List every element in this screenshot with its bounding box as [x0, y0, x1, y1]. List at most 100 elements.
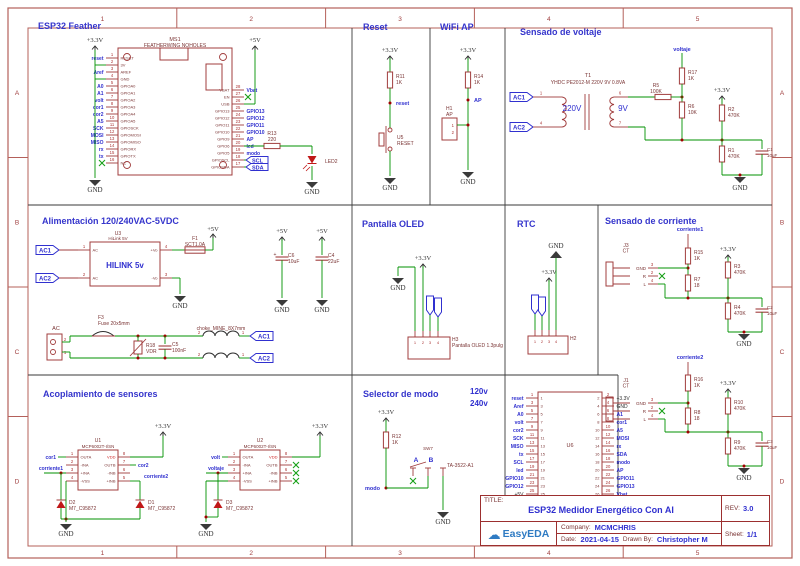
pin-number: 1 — [83, 244, 86, 249]
pin-name: 23 — [541, 484, 546, 489]
pin-name: 18 — [595, 460, 600, 465]
pin-name: GPIO12 — [215, 116, 230, 121]
frame-row-label: D — [780, 478, 785, 485]
label: AC1 — [258, 335, 271, 341]
pin-number: 2 — [71, 459, 74, 464]
power-flag-icon — [159, 431, 167, 436]
pin-number: 8 — [123, 451, 126, 456]
pin-name: 15 — [541, 452, 546, 457]
pin-number: 5 — [123, 475, 126, 480]
pin-name: 16 — [595, 452, 600, 457]
label: 6 — [619, 91, 622, 96]
ground-icon — [738, 334, 750, 340]
label: 22uF — [328, 259, 339, 265]
label: M7_C95872 — [69, 506, 96, 512]
section-title-reset: Reset — [363, 22, 388, 32]
ground-icon — [462, 172, 474, 178]
pin-number: 15 — [110, 150, 115, 155]
label: MCP6002T-I/SN — [244, 444, 277, 449]
net-label: AP — [617, 468, 625, 474]
label: 1 — [242, 352, 245, 357]
pin-number: 24 — [236, 112, 241, 117]
label: +3.3V — [382, 47, 399, 54]
title-block: TITLE: ESP32 Medidor Energético Con AI R… — [480, 495, 770, 546]
pin-name: OUTA — [81, 455, 92, 460]
junction-dot — [738, 173, 742, 177]
pin-number: 3 — [111, 66, 114, 71]
net-label: rx — [99, 147, 104, 153]
section-title-pantalla-oled: Pantalla OLED — [362, 219, 425, 229]
ground-icon — [734, 177, 746, 183]
pin-number: 4 — [555, 339, 558, 344]
net-label: +3.3V — [617, 396, 631, 402]
pin-name: GPIORX — [121, 147, 137, 152]
label: 470K — [734, 311, 746, 317]
net-label: reset — [92, 56, 104, 62]
junction-dot — [466, 98, 470, 102]
frame-column-label: 2 — [249, 550, 253, 557]
pin-number: 7 — [285, 459, 288, 464]
label: HILINK 5v — [106, 261, 144, 270]
net-label: cor2 — [513, 428, 524, 434]
junction-dot — [136, 356, 140, 360]
label: MS1 — [169, 37, 180, 43]
pin-name: GPIO9 — [217, 137, 230, 142]
pin-name: 25 — [541, 492, 546, 497]
label: cor1 — [45, 455, 56, 461]
label: H2 — [570, 336, 577, 342]
label: CT — [623, 384, 630, 390]
pin-name: 13 — [541, 444, 546, 449]
label: voltaje — [673, 47, 690, 53]
pin-number: 17 — [236, 161, 241, 166]
frame-row-label: A — [15, 90, 20, 97]
label: 2 — [198, 330, 201, 335]
section-title-wifi-ap: WiFi AP — [440, 22, 474, 32]
pin-number: 14 — [110, 143, 115, 148]
jack-J1 — [605, 396, 614, 422]
net-flag-SCL — [531, 294, 539, 315]
company-date-cell: Company: MCMCHRIS Date: 2021-04-15 Drawn… — [557, 522, 721, 546]
pin-number: 5 — [285, 475, 288, 480]
transformer-T1-secondary — [609, 96, 615, 128]
label: 3 — [651, 397, 654, 402]
drawn-by-label: Drawn By: — [622, 536, 653, 543]
label: GND — [636, 266, 647, 271]
diode-D2 — [56, 500, 66, 508]
label: Fuse 20x5mm — [98, 321, 130, 327]
section-title-rtc: RTC — [517, 219, 536, 229]
net-label: A1 — [617, 412, 624, 418]
port-AC2 — [509, 122, 534, 132]
net-label: tx — [519, 452, 524, 458]
pin-name: GPIOSCL — [212, 158, 231, 163]
net-label: MOSI — [617, 436, 630, 442]
label: D1 — [148, 500, 155, 506]
rtc-connector-H2 — [527, 335, 569, 355]
label: AP — [474, 98, 482, 104]
pin-number: 1 — [414, 340, 417, 345]
label: L — [643, 282, 646, 287]
label: GND — [58, 530, 73, 538]
label: RESET — [397, 141, 414, 147]
diode-D1 — [135, 500, 145, 508]
label: AC2 — [39, 277, 52, 283]
company-value: MCMCHRIS — [594, 523, 636, 532]
label: GND — [636, 401, 647, 406]
net-label: GPIO13 — [247, 109, 265, 115]
pin-number: 22 — [236, 126, 241, 131]
net-label: A1 — [97, 91, 104, 97]
label: D2 — [69, 500, 76, 506]
label: +3.3V — [541, 270, 557, 276]
pin-name: 6 — [597, 412, 600, 417]
pin-name: AREF — [121, 70, 132, 75]
ac-connector — [46, 333, 63, 361]
pin-name: 22 — [595, 476, 600, 481]
label: H3 — [452, 337, 459, 343]
label: M7_C95872 — [226, 506, 253, 512]
pin-number: 11 — [530, 432, 535, 437]
resistor-R4 — [724, 302, 732, 320]
pin-number: 1 — [71, 451, 74, 456]
resistor-R16 — [684, 374, 692, 392]
net-label: rx — [617, 444, 622, 450]
pin-number: 19 — [530, 464, 535, 469]
